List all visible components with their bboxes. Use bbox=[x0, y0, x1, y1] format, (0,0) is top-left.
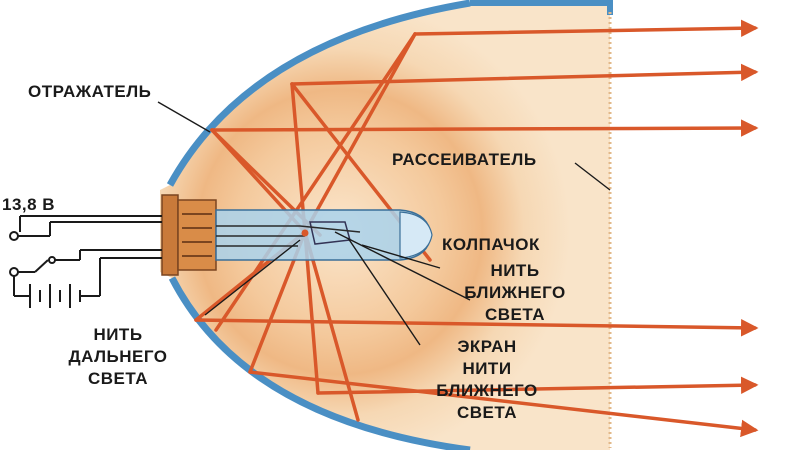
label-low-beam-filament-line2: БЛИЖНЕГО bbox=[464, 283, 566, 302]
label-voltage: 13,8 В bbox=[2, 195, 55, 214]
high-beam-filament-dot bbox=[301, 229, 309, 237]
circuit bbox=[9, 215, 162, 308]
label-low-beam-filament-line3: СВЕТА bbox=[485, 305, 545, 324]
leader-lines bbox=[157, 101, 611, 346]
filaments bbox=[216, 225, 361, 247]
label-high-beam-filament: НИТЬ ДАЛЬНЕГО СВЕТА bbox=[69, 325, 168, 388]
reflector-top-edge bbox=[470, 0, 613, 15]
label-low-beam-screen: ЭКРАН НИТИ БЛИЖНЕГО СВЕТА bbox=[436, 337, 538, 422]
label-low-beam-screen-line3: БЛИЖНЕГО bbox=[436, 381, 538, 400]
bulb-cap bbox=[399, 211, 433, 259]
label-low-beam-filament: НИТЬ БЛИЖНЕГО СВЕТА bbox=[464, 261, 566, 324]
bulb-glass bbox=[215, 209, 431, 261]
bulb-socket bbox=[161, 194, 217, 276]
label-diffuser: РАССЕИВАТЕЛЬ bbox=[392, 150, 537, 169]
label-cap: КОЛПАЧОК bbox=[442, 235, 540, 254]
reflector-outline bbox=[166, 0, 471, 454]
label-low-beam-screen-line4: СВЕТА bbox=[457, 403, 517, 422]
label-low-beam-filament-line1: НИТЬ bbox=[490, 261, 539, 280]
label-high-beam-filament-line2: ДАЛЬНЕГО bbox=[69, 347, 168, 366]
light-rays bbox=[194, 19, 759, 438]
label-low-beam-screen-line2: НИТИ bbox=[462, 359, 511, 378]
label-reflector: ОТРАЖАТЕЛЬ bbox=[28, 82, 151, 101]
label-low-beam-screen-line1: ЭКРАН bbox=[457, 337, 516, 356]
label-high-beam-filament-line3: СВЕТА bbox=[88, 369, 148, 388]
label-high-beam-filament-line1: НИТЬ bbox=[93, 325, 142, 344]
